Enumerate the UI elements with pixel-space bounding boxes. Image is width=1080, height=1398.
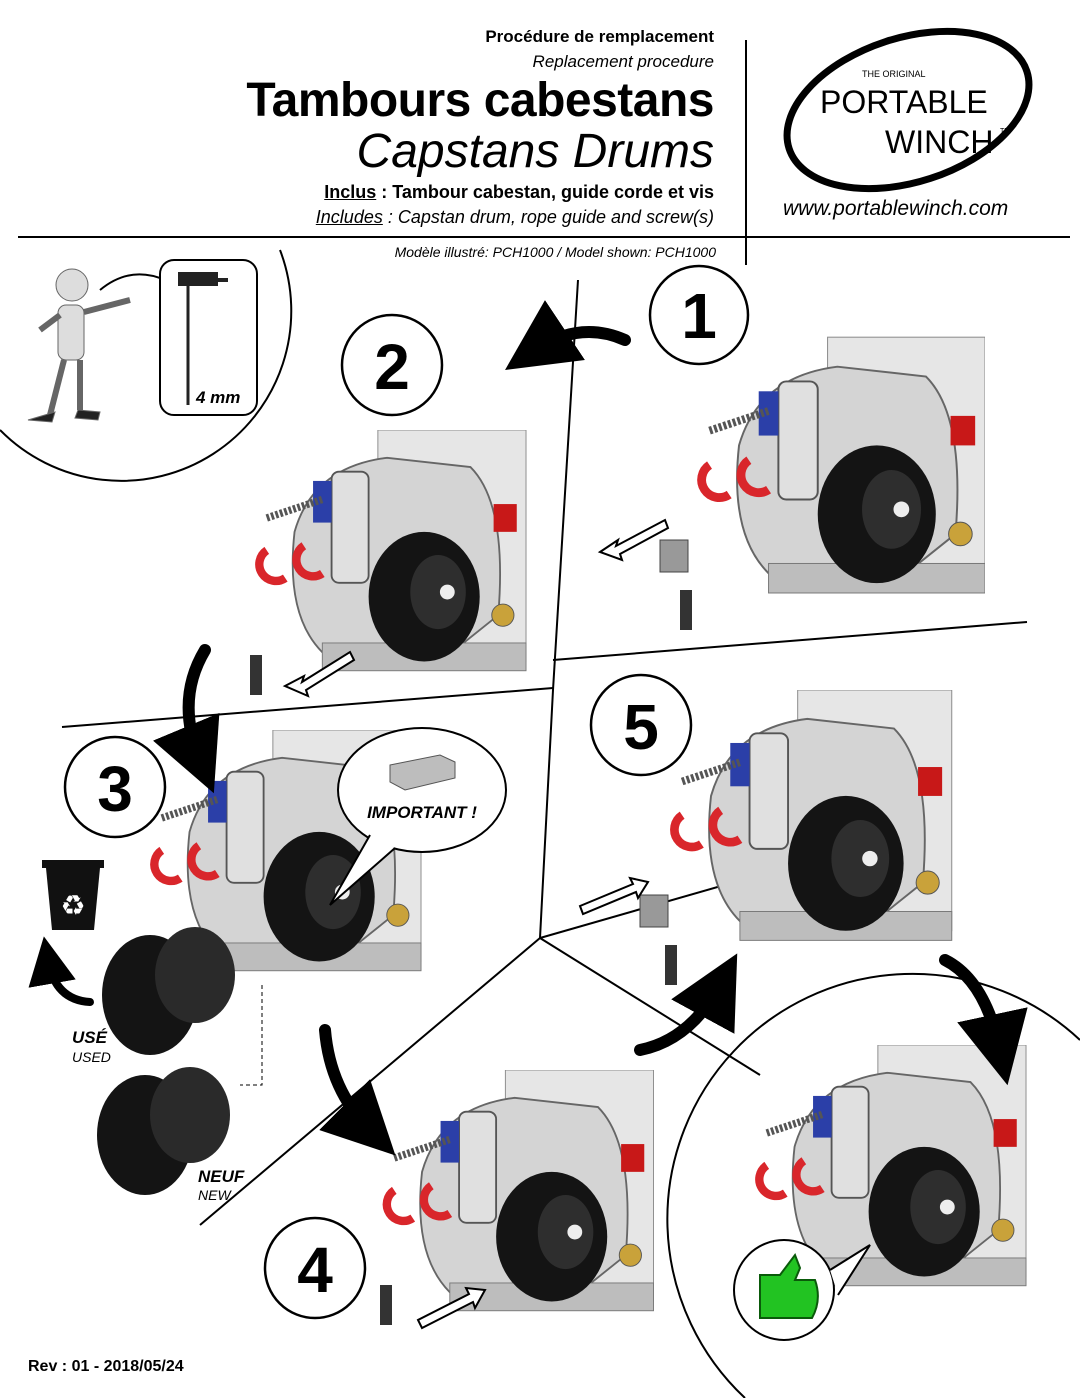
includes-fr-text: : Tambour cabestan, guide corde et vis xyxy=(376,182,714,202)
panel-dividers xyxy=(61,279,1028,1226)
used-label-en: USED xyxy=(72,1049,111,1065)
important-callout: IMPORTANT ! xyxy=(329,727,507,906)
rope-guide xyxy=(639,894,669,928)
thumbs-up-icon xyxy=(759,1252,819,1319)
tool-callout: 4 mm xyxy=(0,249,293,482)
step-4: 4 xyxy=(263,1216,367,1320)
new-label-en: NEW xyxy=(198,1187,232,1203)
winch-step1 xyxy=(702,337,985,593)
winch-step5 xyxy=(674,690,951,940)
recycle-bin-icon: ♻ xyxy=(42,860,104,930)
portable-winch-logo: THE ORIGINAL PORTABLE WINCH TM xyxy=(783,27,1033,193)
step-number: 5 xyxy=(623,691,659,763)
used-label-fr: USÉ xyxy=(72,1028,108,1047)
hex-key-icon xyxy=(178,272,228,405)
logo-line2: WINCH xyxy=(885,124,993,160)
rope-guide-foot xyxy=(380,1285,392,1325)
step-number: 2 xyxy=(374,331,410,403)
winch-step2 xyxy=(259,430,526,671)
step-number: 3 xyxy=(97,753,133,825)
logo-tm: TM xyxy=(1000,128,1010,135)
new-drum xyxy=(97,1067,230,1195)
subtitle-fr: Procédure de remplacement xyxy=(485,27,714,46)
logo-small-text: THE ORIGINAL xyxy=(862,69,926,79)
model-shown: Modèle illustré: PCH1000 / Model shown: … xyxy=(394,244,716,260)
includes-fr: Inclus : Tambour cabestan, guide corde e… xyxy=(324,182,714,203)
rope-guide-foot xyxy=(680,590,692,630)
title-fr: Tambours cabestans xyxy=(246,74,714,127)
new-label-fr: NEUF xyxy=(198,1167,245,1186)
final-circle xyxy=(666,972,1080,1398)
direction-arrows xyxy=(282,518,670,1330)
flow-arrows xyxy=(28,300,1028,1156)
includes-en: Includes : Capstan drum, rope guide and … xyxy=(316,207,714,228)
winch-step4 xyxy=(387,1070,654,1311)
title-en: Capstans Drums xyxy=(356,125,714,178)
includes-en-label: Includes xyxy=(315,207,383,227)
revision: Rev : 01 - 2018/05/24 xyxy=(28,1358,184,1375)
stick-figure xyxy=(27,268,131,423)
tool-size: 4 mm xyxy=(195,388,240,407)
logo-line1: PORTABLE xyxy=(820,84,988,120)
step-5: 5 xyxy=(589,673,693,777)
step-number: 1 xyxy=(681,280,717,352)
recycle-icon: ♻ xyxy=(60,890,85,921)
website-url: www.portablewinch.com xyxy=(783,197,1009,220)
thumbs-up-callout xyxy=(733,1239,871,1341)
includes-fr-label: Inclus xyxy=(324,182,377,202)
rope-guide xyxy=(659,539,689,573)
step-1: 1 xyxy=(648,264,750,366)
tool-box xyxy=(159,259,258,416)
includes-en-text: : Capstan drum, rope guide and screw(s) xyxy=(382,207,714,227)
guide-dashed-line xyxy=(240,985,263,1086)
rope-guide-foot xyxy=(665,945,677,985)
key-part-icon xyxy=(389,754,456,791)
rope-guide-foot xyxy=(250,655,262,695)
used-drum xyxy=(102,927,235,1055)
step-number: 4 xyxy=(297,1234,333,1306)
important-label: IMPORTANT ! xyxy=(367,803,477,822)
step-2: 2 xyxy=(340,313,444,417)
subtitle-en: Replacement procedure xyxy=(532,52,714,71)
step-3: 3 xyxy=(63,735,167,839)
